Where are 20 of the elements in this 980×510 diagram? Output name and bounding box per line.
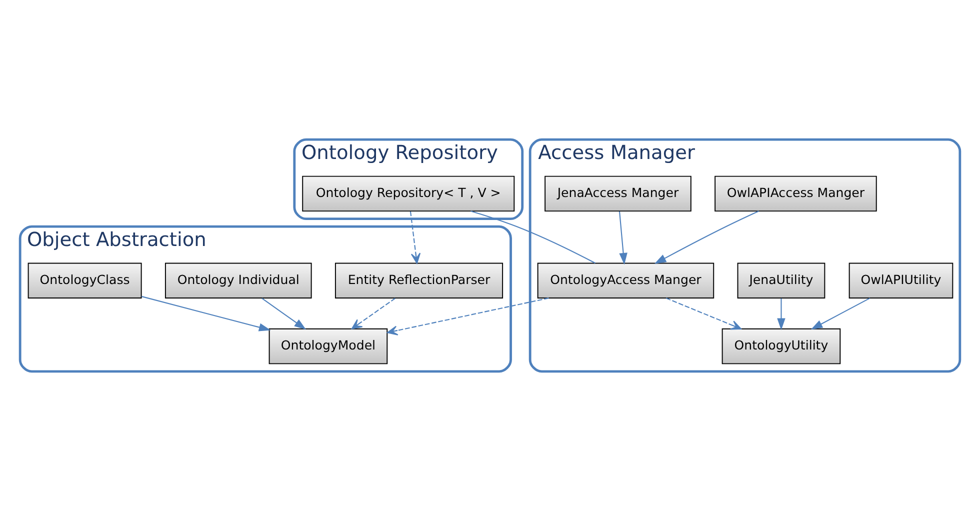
node-box: OntologyClass [28,262,142,298]
arrow [386,297,549,335]
node-box: OntologyModel [268,328,388,364]
node-box: Ontology Individual [164,262,312,298]
arrow [777,298,786,330]
arrow [141,295,271,331]
node-box: JenaAccess Manger [544,175,692,212]
node-box: OntologyUtility [722,328,841,364]
node-box: Ontology Repository< T , V > [302,175,515,212]
node-box: OntologyAccess Manger [537,262,714,298]
node-box: OwlAPIAccess Manger [714,175,877,212]
arrow [810,297,870,330]
arrow [666,297,742,330]
node-box: Entity ReflectionParser [334,262,504,298]
node-box: OwlAPIUtility [848,262,954,298]
arrow [618,210,628,264]
arrow [262,297,306,330]
node-box: JenaUtility [737,262,826,298]
arrow [351,297,396,329]
arrow [654,210,759,264]
